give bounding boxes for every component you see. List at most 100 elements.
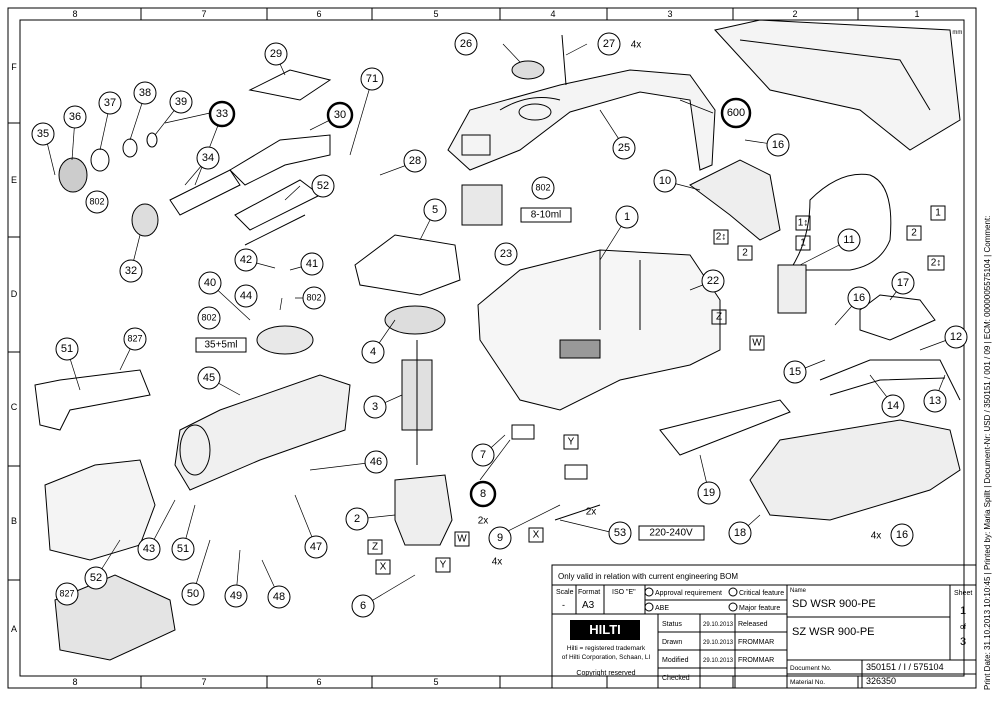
callout-label: 17: [897, 277, 909, 289]
callout-label: 2: [354, 513, 360, 525]
lever-part: [248, 69, 332, 101]
column-label: 5: [433, 677, 438, 687]
callout-label: 5: [432, 204, 438, 216]
column-label: 7: [201, 677, 206, 687]
title-block: HILTI Only valid in relation with curren…: [551, 564, 977, 689]
marker-label: Z: [716, 312, 722, 323]
callouts: [31, 32, 968, 618]
trademark-line-2: of Hilti Corporation, Schaan, LI: [562, 654, 651, 661]
callout-5: [423, 198, 447, 222]
quantity-label: 4x: [871, 531, 882, 542]
callout-10: [653, 169, 677, 193]
callout-label: 14: [887, 400, 899, 412]
callout-23: [494, 242, 518, 266]
boxed-annotations: [195, 205, 946, 575]
callout-16b: [847, 286, 871, 310]
callout-label: 827: [127, 333, 142, 343]
callout-label: 23: [500, 248, 512, 260]
callout-label: 33: [216, 108, 228, 120]
callout-label: 43: [143, 543, 155, 555]
column-label: 6: [316, 9, 321, 19]
callout-802a: [85, 190, 109, 214]
callout-2: [345, 507, 369, 531]
marker-label: 1↕: [798, 218, 809, 229]
callout-label: 34: [202, 152, 214, 164]
quantity-label: 4x: [492, 557, 503, 568]
callout-label: 48: [273, 591, 285, 603]
bearing-part: [131, 203, 159, 237]
callout-12: [944, 325, 968, 349]
format-label: Format: [578, 589, 600, 596]
copyright-label: Copyright reserved: [576, 670, 635, 677]
callout-label: 52: [90, 572, 102, 584]
sheet-label: Sheet: [954, 590, 972, 597]
top-housing-part: [447, 69, 716, 171]
scale-label: Scale: [556, 589, 574, 596]
drawn-date: 29.10.2013: [703, 640, 734, 646]
marker-label: 2: [911, 228, 917, 239]
callout-label: 3: [372, 401, 378, 413]
hilti-logo: [570, 620, 640, 640]
callout-label: 26: [460, 38, 472, 50]
callout-52: [311, 174, 335, 198]
power-cord: [819, 359, 961, 401]
callout-label: 4: [370, 346, 376, 358]
marker-label: W: [752, 338, 762, 349]
callout-label: 51: [61, 343, 73, 355]
callout-27: [403, 149, 427, 173]
callout-48: [181, 582, 205, 606]
abe-label: ABE: [655, 605, 669, 612]
callout-40: [234, 248, 258, 272]
callout-49: [171, 537, 195, 561]
marker-label: Y: [440, 560, 447, 571]
callout-label: 35: [37, 128, 49, 140]
callout-6: [351, 594, 375, 618]
document-number: 350151 / I / 575104: [866, 662, 944, 672]
quantity-label: 4x: [631, 40, 642, 51]
callout-label: 71: [366, 73, 378, 85]
callout-label: 10: [659, 175, 671, 187]
row-label: D: [11, 289, 18, 299]
callout-label: 6: [360, 600, 366, 612]
blade-clamp-part: [34, 369, 151, 431]
callout-label: 47: [310, 541, 322, 553]
modified-date: 29.10.2013: [703, 658, 734, 664]
trademark-line-1: Hilti = registered trademark: [567, 645, 646, 652]
motor-housing-part: [477, 249, 721, 411]
fan-part: [384, 305, 446, 335]
grease-amount-label: 35+5ml: [204, 340, 237, 351]
row-label: F: [11, 62, 17, 72]
callout-33: [31, 122, 55, 146]
callout-51: [55, 337, 79, 361]
callout-label: 30: [334, 109, 346, 121]
sheet-total: 3: [960, 636, 966, 648]
drawn-by: FROMMAR: [738, 639, 774, 646]
callout-16c: [890, 523, 914, 547]
stator-part: [394, 474, 453, 546]
column-label: 5: [433, 9, 438, 19]
print-info-vertical: Print Date: 31.10.2013 10:10:45 | Printe…: [983, 216, 992, 690]
callout-label: 16: [772, 139, 784, 151]
marker-label: 1: [800, 238, 806, 249]
callout-25: [454, 32, 478, 56]
callout-41: [137, 537, 161, 561]
checked-label: Checked: [662, 675, 690, 682]
callout-label: 28: [409, 155, 421, 167]
modified-by: FROMMAR: [738, 657, 774, 664]
callout-label: 827: [59, 588, 74, 598]
callout-42: [234, 284, 258, 308]
callout-53: [608, 521, 632, 545]
switch-part: [689, 159, 781, 241]
marker-label: 1: [935, 208, 941, 219]
callout-14: [881, 394, 905, 418]
callout-29: [326, 101, 354, 129]
callout-32: [196, 146, 220, 170]
callout-label: 49: [230, 590, 242, 602]
callout-label: 802: [89, 196, 104, 206]
callout-label: 18: [734, 527, 746, 539]
callout-827b: [123, 327, 147, 351]
callout-7: [471, 443, 495, 467]
marker-label: X: [533, 530, 540, 541]
callout-3: [363, 395, 387, 419]
